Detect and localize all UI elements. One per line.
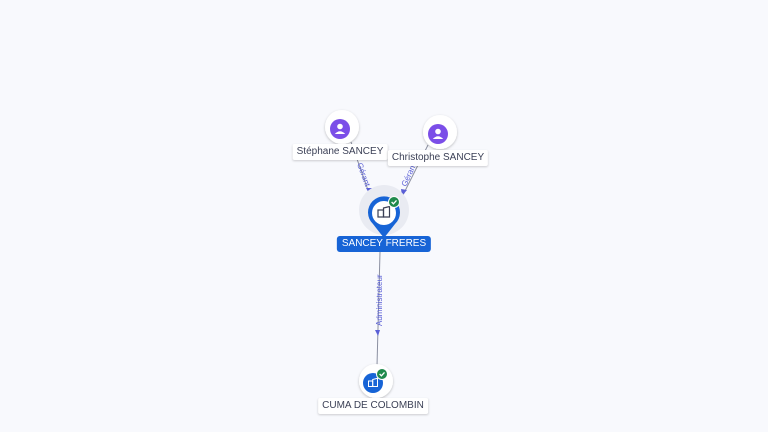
person-icon xyxy=(432,128,444,139)
node-label-cuma-de-colombin[interactable]: CUMA DE COLOMBIN xyxy=(318,398,428,414)
node-label-sancey-freres[interactable]: SANCEY FRERES xyxy=(336,236,432,252)
active-check-icon xyxy=(376,368,388,380)
node-label-christophe-sancey[interactable]: Christophe SANCEY xyxy=(387,150,489,166)
node-cuma-de-colombin[interactable] xyxy=(359,364,393,398)
person-icon xyxy=(334,123,346,134)
node-christophe-sancey[interactable] xyxy=(423,115,457,149)
edge-sancey-freres-to-cuma: Administrateur xyxy=(375,251,384,367)
building-icon xyxy=(368,377,378,387)
building-icon xyxy=(377,205,391,218)
active-check-icon xyxy=(388,196,400,208)
node-sancey-freres[interactable] xyxy=(359,185,409,238)
node-stephane-sancey[interactable] xyxy=(325,110,359,144)
edge-label-gerant-1: Gérant xyxy=(355,162,372,189)
edge-label-administrateur: Administrateur xyxy=(375,274,384,326)
node-label-stephane-sancey[interactable]: Stéphane SANCEY xyxy=(292,144,388,160)
